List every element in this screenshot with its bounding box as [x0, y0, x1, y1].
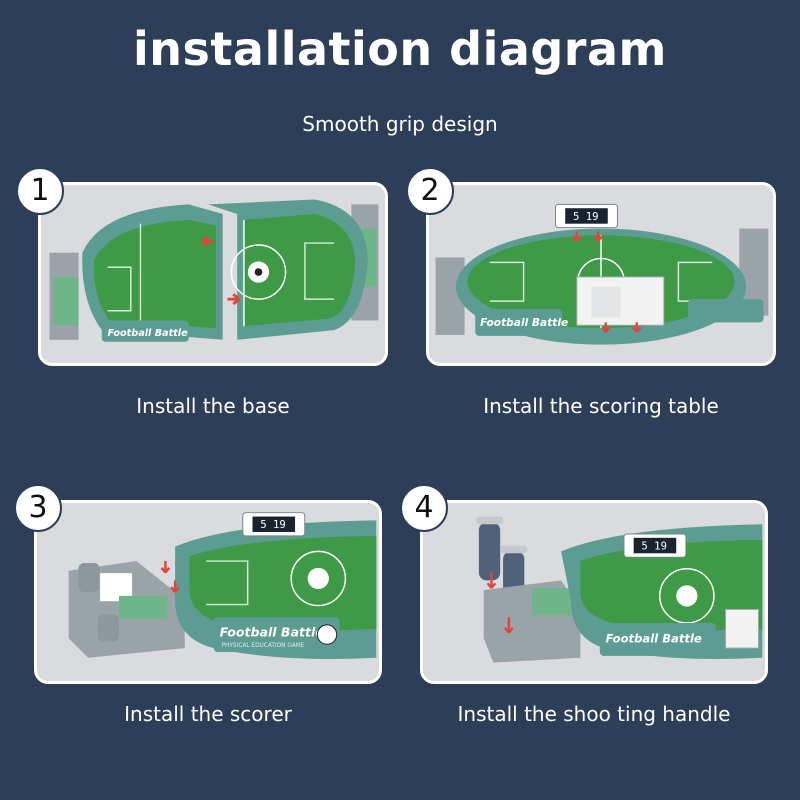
step-4-image: 5 19 Football Battle [420, 500, 768, 684]
step-4-caption: Install the shoo ting handle [457, 702, 731, 726]
step-3-caption: Install the scorer [124, 702, 292, 726]
step-1-caption: Install the base [136, 394, 290, 418]
step-3-illustration: 5 19 Football Battle PHYSICAL EDUCATION … [39, 503, 377, 681]
step-1-badge: 1 [16, 167, 64, 215]
step-2-badge: 2 [406, 167, 454, 215]
step-4-illustration: 5 19 Football Battle [425, 503, 763, 681]
page-subtitle: Smooth grip design [302, 112, 498, 136]
step-1-image: Football Battle [38, 182, 388, 366]
brand-text: Football Battle [220, 625, 325, 640]
step-1-illustration: Football Battle [43, 185, 383, 363]
brand-text: Football Battle [480, 316, 568, 329]
step-2-caption: Install the scoring table [483, 394, 719, 418]
arrow-right-icon [227, 293, 241, 306]
arrow-down-icon [593, 231, 603, 242]
step-4-badge: 4 [400, 484, 448, 532]
arrow-down-icon [504, 617, 514, 634]
step-3-badge: 3 [14, 484, 62, 532]
score-display: 5 19 [641, 539, 667, 552]
step-3-image: 5 19 Football Battle PHYSICAL EDUCATION … [34, 500, 382, 684]
arrow-down-icon [170, 580, 180, 593]
arrow-down-icon [572, 231, 582, 242]
brand-tagline: PHYSICAL EDUCATION GAME [222, 643, 305, 649]
step-2-image: 5 19 Football Battle [426, 182, 776, 366]
brand-text: Football Battle [108, 328, 189, 339]
page-title: installation diagram [133, 22, 667, 76]
brand-text: Football Battle [606, 631, 702, 645]
arrow-down-icon [486, 572, 497, 589]
arrow-left-icon [201, 235, 214, 248]
score-display: 5 19 [260, 518, 286, 531]
step-2-illustration: 5 19 Football Battle [431, 185, 771, 363]
arrow-down-icon [160, 561, 171, 574]
arrow-down-icon [631, 322, 642, 333]
score-display: 5 19 [573, 210, 599, 223]
arrow-down-icon [601, 322, 611, 333]
